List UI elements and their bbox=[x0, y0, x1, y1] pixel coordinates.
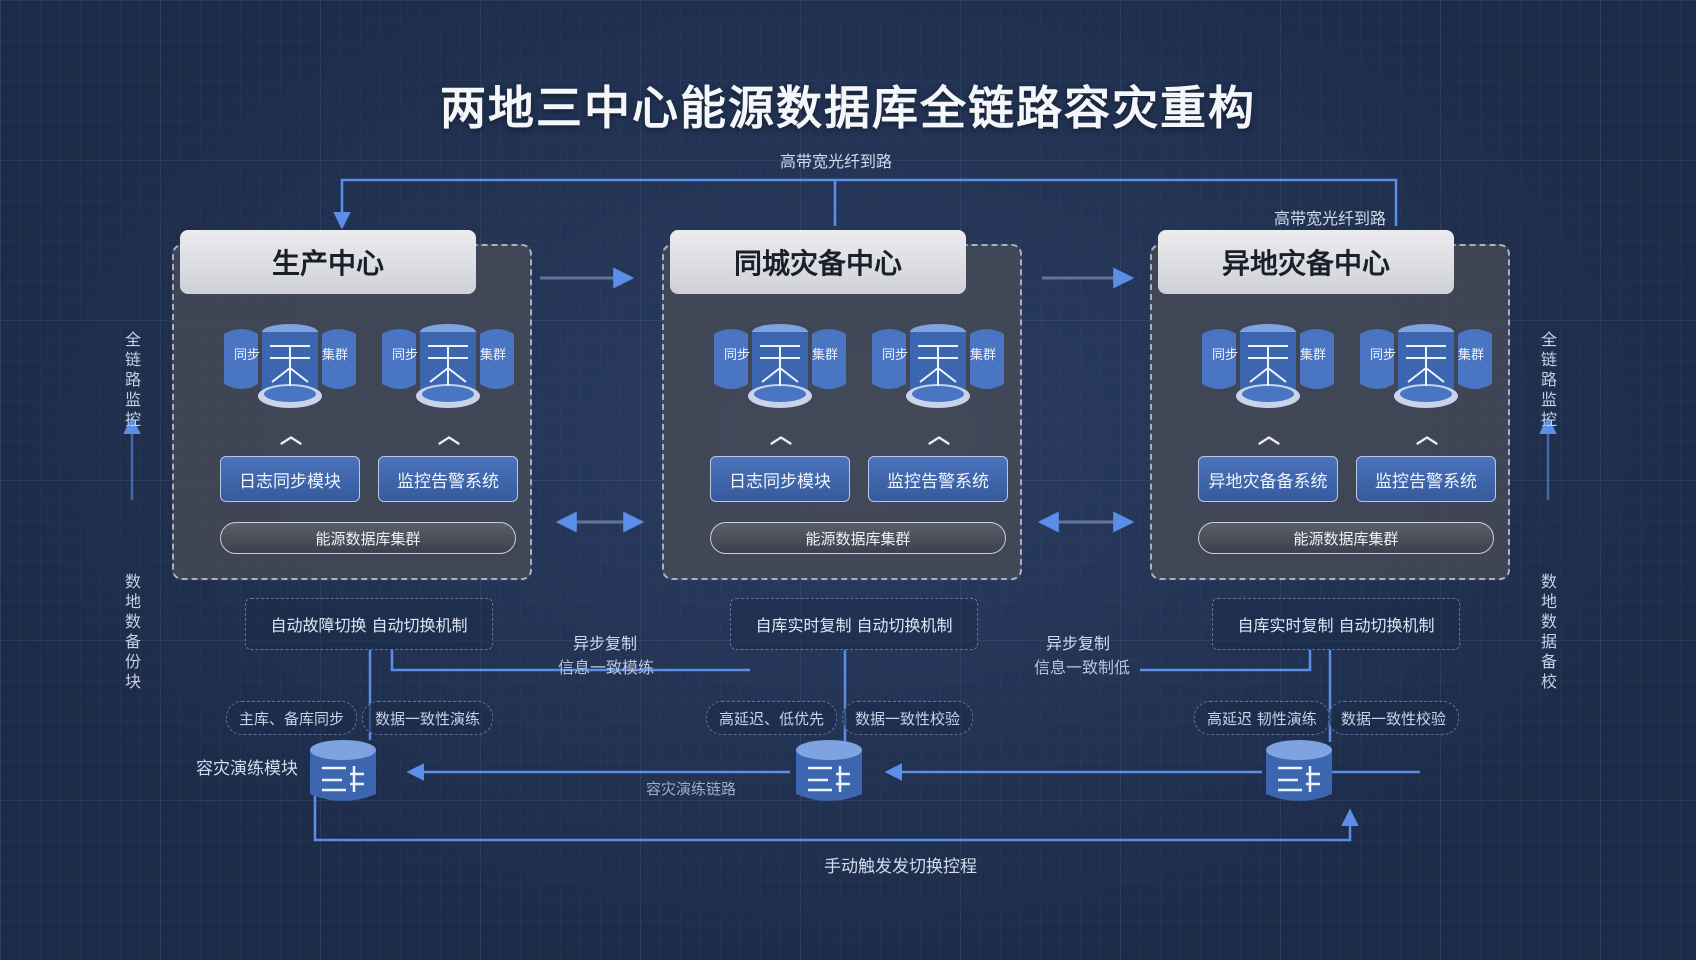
left-bottom-side-label: 数地数备份块 bbox=[124, 572, 141, 691]
pill-remote-2: 数据一致性校验 bbox=[1328, 701, 1460, 735]
database-cluster-bar[interactable]: 能源数据库集群 bbox=[1198, 522, 1494, 554]
center-remote-dr: 异地灾备中心 同步 集群 同步 集群 ︿ ︿ 异地灾备备系统 监控告警系统 能源… bbox=[1150, 230, 1510, 580]
right-bottom-side-label: 数地数据备校 bbox=[1540, 572, 1557, 691]
module-button-2[interactable]: 监控告警系统 bbox=[868, 456, 1008, 502]
pill-same-city-2: 数据一致性校验 bbox=[842, 701, 974, 735]
chevron-up-icon: ︿ bbox=[280, 424, 303, 449]
cluster-icon bbox=[378, 318, 518, 414]
top-link-label: 高带宽光纤到路 bbox=[780, 152, 893, 171]
chevron-up-icon: ︿ bbox=[770, 424, 793, 449]
async-replication-1-sub: 信息一致模练 bbox=[558, 658, 655, 677]
cluster-icon bbox=[220, 318, 360, 414]
cluster-icon bbox=[1198, 318, 1338, 414]
cluster-right-label-a: 同步 bbox=[392, 348, 419, 363]
top-right-link-label: 高带宽光纤到路 bbox=[1274, 209, 1387, 228]
manual-switch-label: 手动触发发切换控程 bbox=[824, 857, 977, 877]
async-replication-1-title: 异步复制 bbox=[573, 634, 638, 653]
center-title: 同城灾备中心 bbox=[670, 230, 966, 294]
cluster-icon bbox=[868, 318, 1008, 414]
middle-link-label: 容灾演练链路 bbox=[646, 780, 737, 798]
mechanism-box-same-city: 自库实时复制 自动切换机制 bbox=[730, 598, 978, 650]
database-icon bbox=[306, 738, 380, 812]
cluster-right-label-a: 同步 bbox=[1370, 348, 1397, 363]
module-button-2[interactable]: 监控告警系统 bbox=[1356, 456, 1496, 502]
pill-same-city-1: 高延迟、低优先 bbox=[706, 701, 838, 735]
async-replication-2-title: 异步复制 bbox=[1046, 634, 1111, 653]
async-route-1 bbox=[390, 650, 750, 672]
cluster-left-label-b: 集群 bbox=[322, 348, 349, 363]
cluster-left-label-a: 同步 bbox=[1212, 348, 1239, 363]
async-route-2 bbox=[1140, 650, 1312, 672]
mechanism-box-production: 自动故障切换 自动切换机制 bbox=[245, 598, 493, 650]
cluster-right-label-b: 集群 bbox=[480, 348, 507, 363]
center-title: 生产中心 bbox=[180, 230, 476, 294]
cluster-left-label-a: 同步 bbox=[234, 348, 261, 363]
left-top-side-label: 全链路监控 bbox=[124, 330, 141, 429]
chevron-up-icon: ︿ bbox=[928, 424, 951, 449]
cluster-left-label-b: 集群 bbox=[1300, 348, 1327, 363]
pill-remote-1: 高延迟 韧性演练 bbox=[1194, 701, 1330, 735]
page-title: 两地三中心能源数据库全链路容灾重构 bbox=[440, 81, 1256, 135]
cluster-left-label-b: 集群 bbox=[812, 348, 839, 363]
cluster-right-label-a: 同步 bbox=[882, 348, 909, 363]
cluster-left-label-a: 同步 bbox=[724, 348, 751, 363]
mechanism-box-remote: 自库实时复制 自动切换机制 bbox=[1212, 598, 1460, 650]
drill-module-label: 容灾演练模块 bbox=[196, 759, 298, 779]
center-title: 异地灾备中心 bbox=[1158, 230, 1454, 294]
cluster-right-label-b: 集群 bbox=[970, 348, 997, 363]
module-button-2[interactable]: 监控告警系统 bbox=[378, 456, 518, 502]
right-top-side-label: 全链路监控 bbox=[1540, 330, 1557, 429]
database-cluster-bar[interactable]: 能源数据库集群 bbox=[220, 522, 516, 554]
chevron-up-icon: ︿ bbox=[438, 424, 461, 449]
module-button-1[interactable]: 日志同步模块 bbox=[710, 456, 850, 502]
manual-switch-line bbox=[313, 780, 1359, 842]
cluster-icon bbox=[1356, 318, 1496, 414]
cluster-right-label-b: 集群 bbox=[1458, 348, 1485, 363]
database-icon bbox=[1262, 738, 1336, 812]
chevron-up-icon: ︿ bbox=[1258, 424, 1281, 449]
module-button-1[interactable]: 异地灾备备系统 bbox=[1198, 456, 1338, 502]
module-button-1[interactable]: 日志同步模块 bbox=[220, 456, 360, 502]
center-same-city-dr: 同城灾备中心 同步 集群 同步 集群 ︿ ︿ 日志同步模块 监控告警系统 能源数… bbox=[662, 230, 1022, 580]
pill-production-2: 数据一致性演练 bbox=[362, 701, 494, 735]
chevron-up-icon: ︿ bbox=[1416, 424, 1439, 449]
center-production: 生产中心 同步 集群 同步 集群 ︿ ︿ 日志同步模块 监控告警系统 能源数据库… bbox=[172, 230, 532, 580]
database-cluster-bar[interactable]: 能源数据库集群 bbox=[710, 522, 1006, 554]
top-link-line bbox=[333, 178, 1398, 230]
pill-production-1: 主库、备库同步 bbox=[226, 701, 358, 735]
cluster-icon bbox=[710, 318, 850, 414]
database-icon bbox=[792, 738, 866, 812]
async-replication-2-sub: 信息一致制低 bbox=[1034, 658, 1131, 677]
